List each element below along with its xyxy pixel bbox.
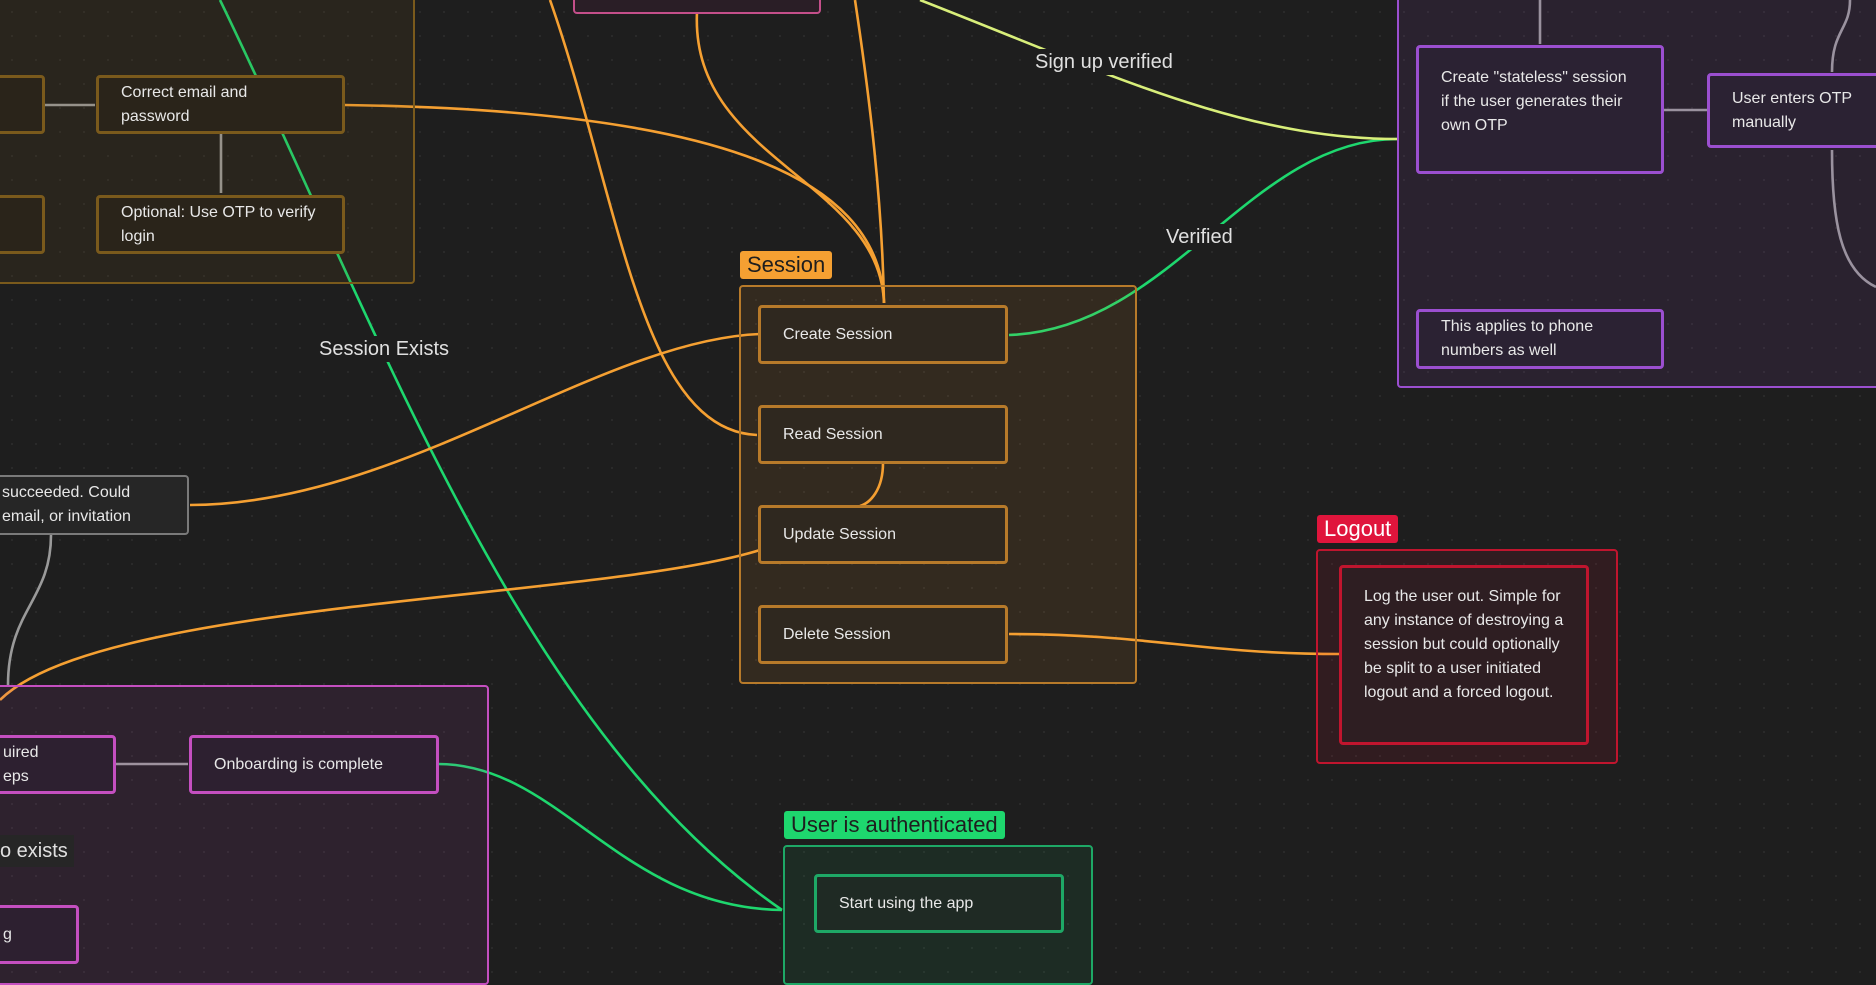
edge-label-signup-verified: Sign up verified: [1033, 49, 1175, 75]
node-required-steps[interactable]: uired eps: [0, 735, 116, 794]
edge-session-exists: [218, 0, 783, 912]
edge-create-to-signup: [189, 332, 761, 507]
node-stateless-session[interactable]: Create "stateless" session if the user g…: [1416, 45, 1664, 174]
edge-label-session-exists: Session Exists: [317, 336, 452, 362]
node-phone-numbers[interactable]: This applies to phone numbers as well: [1416, 309, 1664, 369]
partial-node-left-2[interactable]: [0, 195, 45, 254]
edge-label-profile-exists: o exists: [0, 835, 74, 867]
edge-email-to-create: [344, 103, 886, 304]
edge-onboarding-to-app: [437, 762, 783, 912]
edge-gray-7: [6, 534, 53, 686]
edge-gray-5: [1830, 0, 1852, 73]
node-correct-email[interactable]: Correct email and password: [96, 75, 345, 134]
edge-read-to-update: [859, 462, 885, 508]
session-group-label: Session: [740, 251, 833, 279]
logout-group-label: Logout: [1317, 515, 1399, 543]
edge-gray-6: [1830, 149, 1876, 289]
node-read-session[interactable]: Read Session: [758, 405, 1008, 464]
authenticated-group-label: User is authenticated: [784, 811, 1005, 839]
edge-signup-verified: [919, 0, 1398, 141]
node-update-session[interactable]: Update Session: [758, 505, 1008, 564]
edge-update-to-left: [0, 548, 761, 701]
edge-to-read: [548, 0, 758, 437]
edge-top-to-create: [695, 11, 886, 304]
node-onboarding-complete[interactable]: Onboarding is complete: [189, 735, 439, 794]
node-signup-succeeded[interactable]: succeeded. Could email, or invitation: [0, 475, 189, 535]
node-delete-session[interactable]: Delete Session: [758, 605, 1008, 664]
edge-logout-to-delete: [1008, 632, 1342, 656]
top-center-box: [573, 0, 821, 14]
node-bottom-left-partial[interactable]: g: [0, 905, 79, 964]
partial-node-left-1[interactable]: [0, 75, 45, 134]
node-logout-desc[interactable]: Log the user out. Simple for any instanc…: [1339, 565, 1589, 745]
edge-label-verified: Verified: [1164, 224, 1235, 250]
node-create-session[interactable]: Create Session: [758, 305, 1008, 364]
node-optional-otp[interactable]: Optional: Use OTP to verify login: [96, 195, 345, 254]
edge-top2-to-create: [853, 0, 886, 304]
node-enter-otp[interactable]: User enters OTP manually: [1707, 73, 1876, 148]
node-start-app[interactable]: Start using the app: [814, 874, 1064, 933]
